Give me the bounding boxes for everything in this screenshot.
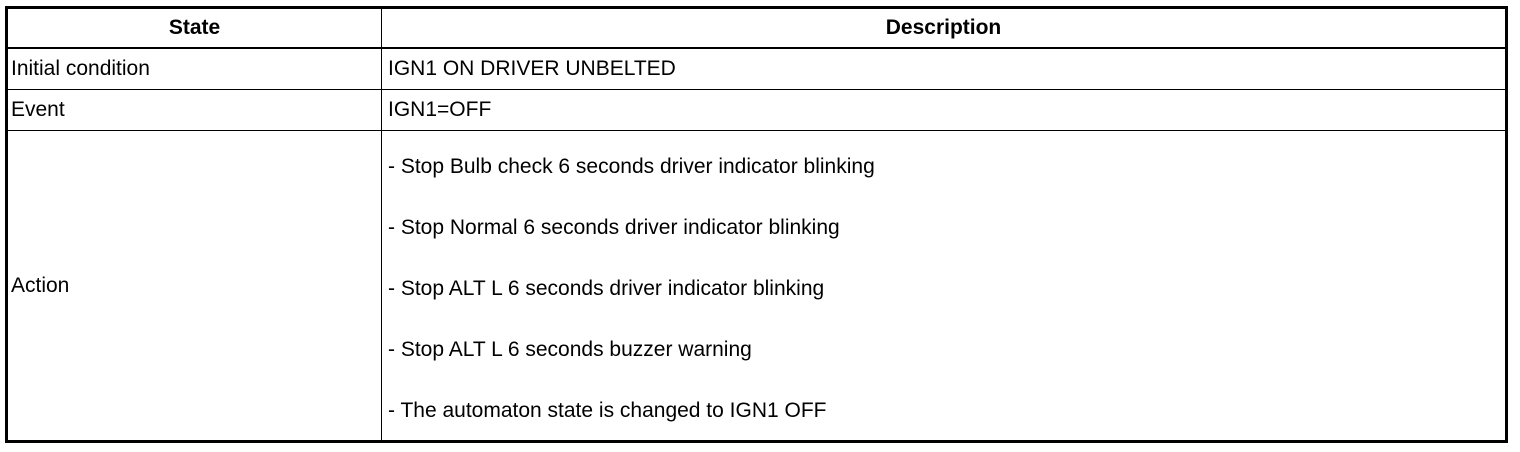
state-cell: Action	[6, 130, 382, 442]
action-item: - Stop ALT L 6 seconds driver indicator …	[388, 276, 825, 300]
action-item: - The automaton state is changed to IGN1…	[388, 398, 827, 422]
state-cell: Initial condition	[6, 47, 382, 90]
action-list: - Stop Bulb check 6 seconds driver indic…	[388, 141, 1505, 431]
table-row-event: Event IGN1=OFF	[6, 89, 1507, 131]
header-row: State Description	[6, 7, 1507, 49]
action-item: - Stop ALT L 6 seconds buzzer warning	[388, 337, 752, 361]
header-description: Description	[381, 7, 1507, 49]
table-row-action: Action - Stop Bulb check 6 seconds drive…	[6, 130, 1507, 442]
action-item: - Stop Normal 6 seconds driver indicator…	[388, 215, 840, 239]
action-item: - Stop Bulb check 6 seconds driver indic…	[388, 154, 875, 178]
table-row-initial-condition: Initial condition IGN1 ON DRIVER UNBELTE…	[6, 47, 1507, 90]
description-cell: IGN1 ON DRIVER UNBELTED	[381, 47, 1507, 90]
state-cell: Event	[6, 89, 382, 131]
description-cell: - Stop Bulb check 6 seconds driver indic…	[381, 130, 1507, 442]
state-description-table: State Description Initial condition IGN1…	[5, 6, 1508, 443]
description-cell: IGN1=OFF	[381, 89, 1507, 131]
header-state: State	[6, 7, 382, 49]
